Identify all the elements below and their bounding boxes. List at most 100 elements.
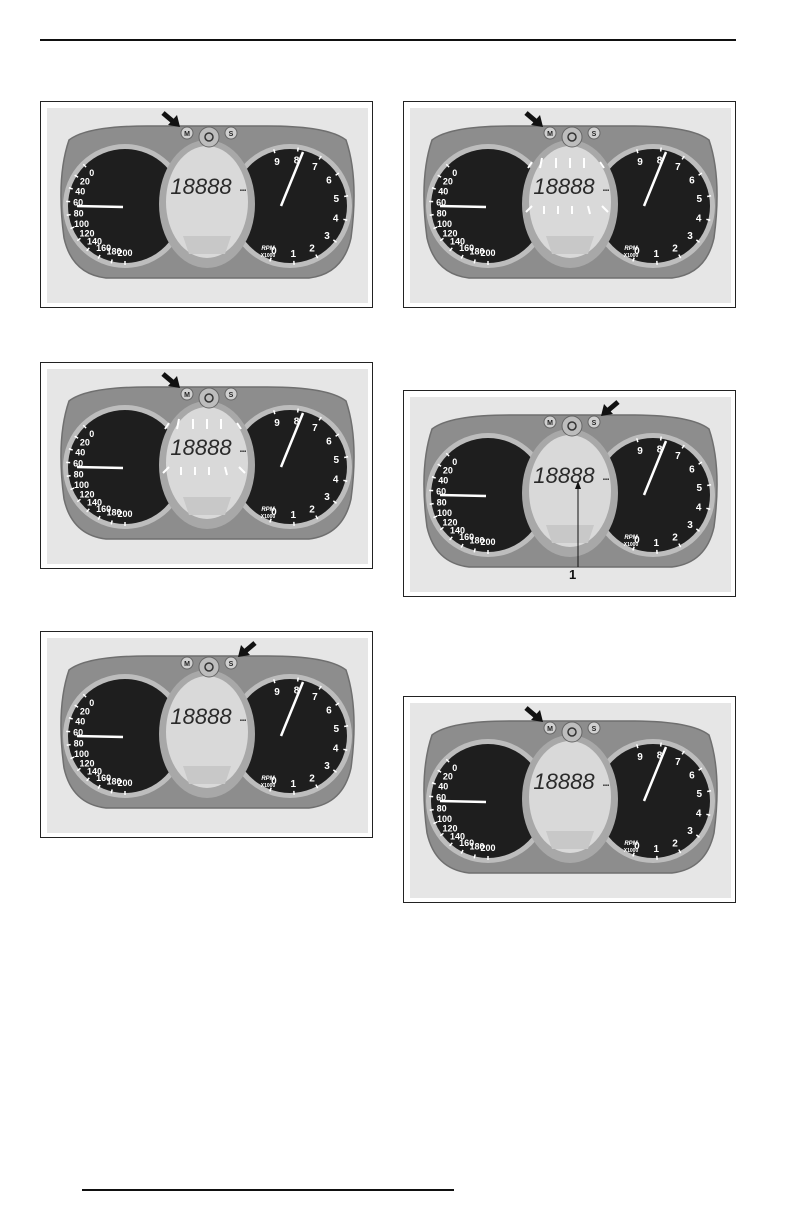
lcd-unit: ▪▪▪ <box>240 718 246 724</box>
mode-button-label: M <box>547 420 553 427</box>
speed-tick-mark <box>460 254 464 259</box>
speed-tick-label: 120 <box>79 229 94 239</box>
speed-tick-mark <box>445 758 450 763</box>
tachometer-face <box>233 410 347 524</box>
rpm-tick-mark <box>332 500 337 504</box>
rpm-tick-mark <box>632 546 635 551</box>
rpm-label: RPM <box>261 246 275 252</box>
mode-button-label: M <box>184 392 190 399</box>
speed-tick-label: 180 <box>107 247 122 257</box>
rpm-tick-label: 1 <box>290 779 296 790</box>
segment-highlight <box>601 205 609 213</box>
speed-tick-label: 180 <box>470 536 485 546</box>
segment-highlight <box>539 157 543 169</box>
set-button-label: S <box>592 131 597 138</box>
lcd-unit: ▪▪▪ <box>603 783 609 789</box>
speed-tick-label: 60 <box>73 727 83 737</box>
speed-tick-mark <box>110 789 113 794</box>
pointer-arrow-head <box>531 710 543 722</box>
speed-tick-mark <box>82 163 87 168</box>
mode-button <box>180 126 194 140</box>
power-icon <box>567 421 577 431</box>
tachometer-needle <box>279 681 305 737</box>
tachometer-needle <box>642 151 668 207</box>
mode-button <box>180 387 194 401</box>
speed-tick-label: 80 <box>437 208 447 218</box>
speed-tick-mark <box>429 213 434 216</box>
rpm-tick-label: 0 <box>271 776 277 787</box>
rpm-tick-mark <box>659 742 662 747</box>
rpm-tick-label: 0 <box>634 246 640 257</box>
power-button <box>561 415 583 437</box>
speed-tick-label: 140 <box>450 237 465 247</box>
speedometer-face <box>68 149 182 263</box>
rpm-tick-mark <box>706 813 711 817</box>
speed-tick-label: 100 <box>74 749 89 759</box>
speedometer-face <box>68 410 182 524</box>
rpm-tick-mark <box>681 444 685 449</box>
speed-tick-label: 80 <box>74 208 84 218</box>
speed-tick-label: 100 <box>437 508 452 518</box>
rpm-tick-mark <box>678 254 682 259</box>
rpm-tick-label: 5 <box>334 724 340 735</box>
rpm-tick-mark <box>706 507 711 511</box>
tachometer-needle <box>279 412 305 468</box>
speed-tick-mark <box>429 808 434 811</box>
rpm-tick-label: 4 <box>333 743 339 754</box>
speed-tick-mark <box>437 174 442 178</box>
speed-tick-mark <box>445 163 450 168</box>
speed-tick-mark <box>445 452 450 457</box>
speed-tick-label: 80 <box>437 803 447 813</box>
speed-tick-mark <box>82 693 87 698</box>
rpm-label: RPM <box>624 841 638 847</box>
lcd-unit: ▪▪▪ <box>240 188 246 194</box>
speed-tick-mark <box>433 515 438 519</box>
speed-tick-mark <box>86 508 90 513</box>
rpm-tick-mark <box>698 767 703 771</box>
rpm-unit-label: X1000 <box>261 783 276 789</box>
speedometer-needle <box>439 204 487 209</box>
tachometer-face <box>596 744 710 858</box>
rpm-tick-label: 4 <box>696 502 702 513</box>
speed-tick-label: 0 <box>452 457 457 467</box>
rpm-tick-mark <box>681 155 685 160</box>
tachometer-face <box>233 149 347 263</box>
speed-tick-mark <box>431 476 436 479</box>
rpm-tick-label: 9 <box>637 157 643 168</box>
rpm-tick-mark <box>318 685 322 690</box>
speedometer-needle <box>76 204 124 209</box>
speed-tick-label: 140 <box>87 237 102 247</box>
rpm-tick-label: 7 <box>312 162 318 173</box>
rpm-tick-label: 9 <box>637 752 643 763</box>
speed-tick-label: 20 <box>443 771 453 781</box>
speed-tick-mark <box>66 213 71 216</box>
speed-tick-label: 40 <box>75 716 85 726</box>
rpm-tick-mark <box>695 834 700 838</box>
power-icon <box>204 662 214 672</box>
speed-tick-label: 0 <box>452 763 457 773</box>
speed-tick-mark <box>68 448 73 451</box>
speed-tick-label: 140 <box>87 767 102 777</box>
power-icon <box>204 393 214 403</box>
speed-tick-mark <box>97 515 101 520</box>
segment-highlight <box>236 422 242 430</box>
rpm-tick-label: 5 <box>697 789 703 800</box>
rpm-tick-mark <box>707 790 712 793</box>
rpm-tick-label: 9 <box>274 687 280 698</box>
speed-tick-label: 160 <box>96 243 111 253</box>
rpm-tick-mark <box>659 147 662 152</box>
speed-tick-label: 40 <box>438 475 448 485</box>
speed-tick-mark <box>74 435 79 439</box>
rpm-tick-label: 5 <box>697 483 703 494</box>
tachometer-face <box>233 679 347 793</box>
power-button <box>561 721 583 743</box>
speed-tick-label: 80 <box>437 497 447 507</box>
rpm-unit-label: X1000 <box>624 253 639 259</box>
rpm-tick-mark <box>659 436 662 441</box>
rpm-tick-mark <box>698 172 703 176</box>
